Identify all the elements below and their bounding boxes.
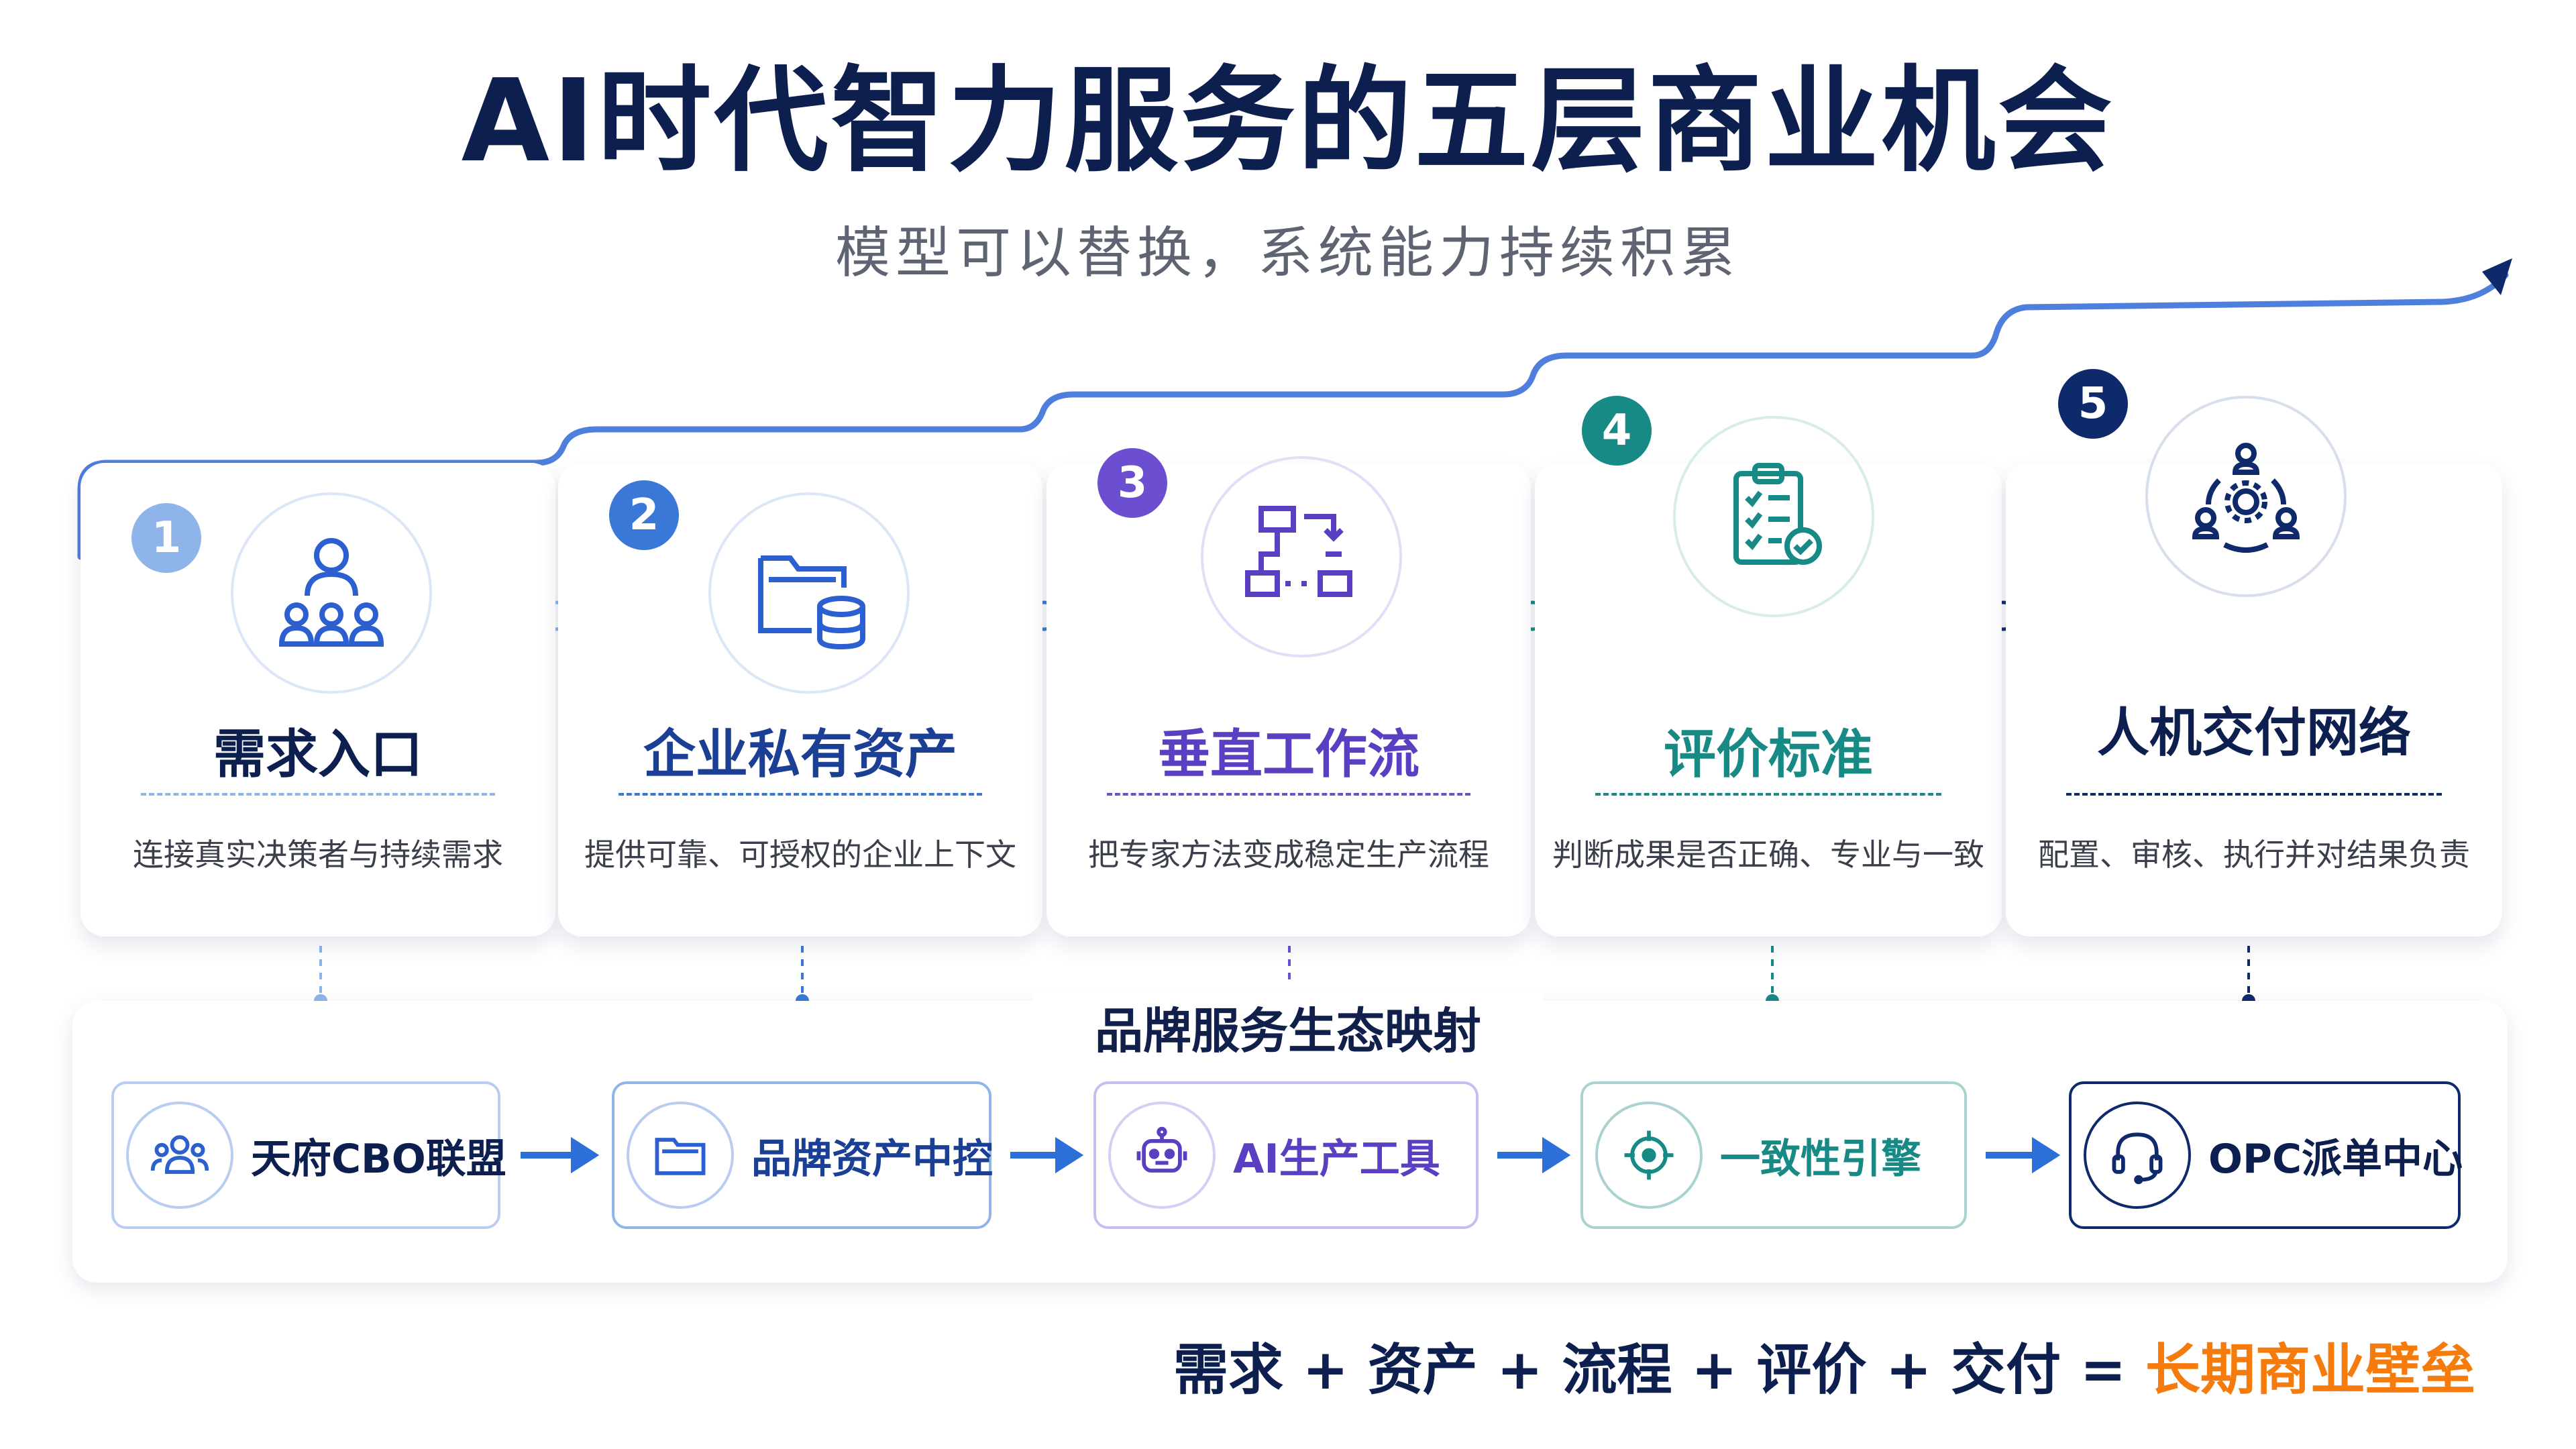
layer-number-badge: 1 [131, 503, 201, 573]
layer-number-badge: 5 [2058, 369, 2128, 439]
arrow-right-icon [1542, 1136, 1571, 1174]
staircase-line [77, 272, 2509, 560]
layer-number-badge: 4 [1582, 396, 1652, 466]
layer-description: 提供可靠、可授权的企业上下文 [584, 837, 1016, 873]
formula-parts: 需求 + 资产 + 流程 + 评价 + 交付 = [1173, 1338, 2127, 1402]
layer-card-2: 2 企业私有资产 提供可靠、可授权的企业上下文 [558, 463, 1042, 936]
folder-database-icon [708, 492, 910, 694]
layer-card-1: 1 需求入口 连接真实决策者与持续需求 [80, 463, 555, 936]
layer-title: 垂直工作流 [1157, 724, 1419, 785]
folder-icon [627, 1102, 734, 1209]
layer-title: 企业私有资产 [643, 724, 957, 785]
layer-description: 把专家方法变成稳定生产流程 [1088, 837, 1489, 873]
arrow-right-icon [571, 1136, 600, 1174]
page-title: AI时代智力服务的五层商业机会 [461, 55, 2115, 188]
arrow-head-icon [2482, 258, 2512, 295]
headset-icon [2084, 1102, 2191, 1209]
users-icon [126, 1102, 233, 1209]
ecosystem-label: 品牌资产中控 [751, 1135, 993, 1183]
layer-number-badge: 3 [1097, 448, 1167, 518]
layer-card-3: 3 垂直工作流 把专家方法变成稳定生产流程 [1046, 448, 1531, 936]
ecosystem-item-2: 品牌资产中控 [612, 1081, 993, 1229]
ecosystem-item-3: AI生产工具 [1093, 1081, 1479, 1229]
people-group-icon [231, 492, 432, 694]
workflow-icon [1201, 456, 1402, 657]
divider [141, 793, 495, 796]
layer-card-5: 5 人机交付网络 配置、审核、执行并对结果负责 [2006, 369, 2502, 936]
layer-title: 人机交付网络 [2096, 703, 2411, 763]
arrow-right-icon [1055, 1136, 1084, 1174]
target-icon [1595, 1102, 1703, 1209]
layer-description: 配置、审核、执行并对结果负责 [2038, 837, 2470, 873]
divider [2066, 793, 2442, 796]
divider [1107, 793, 1470, 796]
ecosystem-title: 品牌服务生态映射 [1033, 991, 1543, 1062]
ecosystem-item-5: OPC派单中心 [2069, 1081, 2463, 1229]
ecosystem-item-1: 天府CBO联盟 [111, 1081, 506, 1229]
layer-title: 需求入口 [213, 724, 423, 785]
ecosystem-label: AI生产工具 [1233, 1135, 1440, 1183]
arrow-right-icon [2032, 1136, 2061, 1174]
divider [619, 793, 982, 796]
ecosystem-label: OPC派单中心 [2208, 1135, 2463, 1183]
layer-card-4: 4 评价标准 判断成果是否正确、专业与一致 [1535, 396, 2002, 936]
page-subtitle: 模型可以替换，系统能力持续积累 [835, 221, 1741, 285]
robot-icon [1108, 1102, 1216, 1209]
formula: 需求 + 资产 + 流程 + 评价 + 交付 = 长期商业壁垒 [1173, 1325, 2475, 1405]
layer-description: 连接真实决策者与持续需求 [133, 837, 503, 873]
clipboard-check-icon [1673, 416, 1874, 617]
layer-number-badge: 2 [609, 480, 679, 550]
ecosystem-label: 天府CBO联盟 [251, 1135, 506, 1183]
network-gear-icon [2145, 396, 2347, 597]
layer-description: 判断成果是否正确、专业与一致 [1552, 837, 1984, 873]
ecosystem-item-4: 一致性引擎 [1580, 1081, 1967, 1229]
ecosystem-label: 一致性引擎 [1720, 1135, 1921, 1183]
divider [1595, 793, 1941, 796]
layer-title: 评价标准 [1663, 724, 1873, 785]
formula-result: 长期商业壁垒 [2145, 1338, 2475, 1402]
